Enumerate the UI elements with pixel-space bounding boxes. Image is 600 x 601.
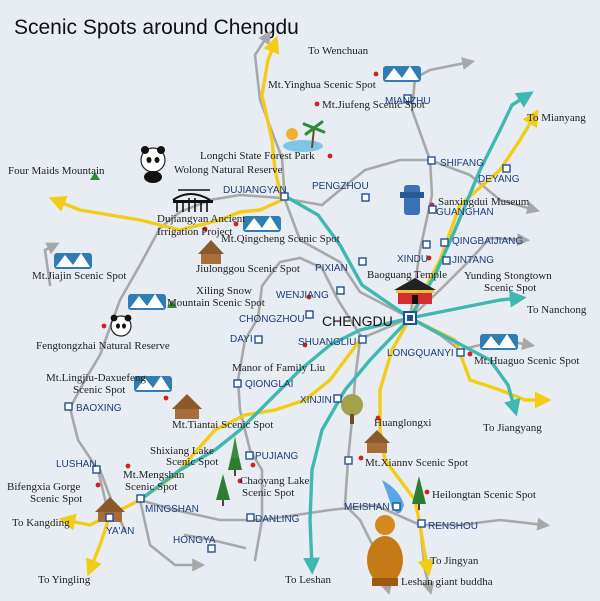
city-label-shifang: SHIFANG <box>440 158 484 169</box>
tree-icon <box>341 394 363 424</box>
spot-label: Shixiang Lake <box>150 445 214 457</box>
mountain-icon <box>128 294 166 310</box>
spot-label: Longchi State Forest Park <box>200 150 315 162</box>
spot-label: Xiling Snow <box>196 285 252 297</box>
spot-label: Four Maids Mountain <box>8 165 105 177</box>
city-label-longquanyi: LONGQUANYI <box>387 348 454 359</box>
city-label-chongzhou: CHONGZHOU <box>239 314 305 325</box>
city-markers <box>64 94 511 553</box>
city-label-meishan: MEISHAN <box>344 502 390 513</box>
direction-jingyan: To Jingyan <box>430 555 479 567</box>
city-label-qingbaijiang: QINGBAIJIANG <box>452 236 523 247</box>
mountain-icon <box>480 334 518 350</box>
panda-icon <box>110 314 132 337</box>
spot-label: Scenic Spot <box>484 282 536 294</box>
spot-label: Jiulonggou Scenic Spot <box>196 263 300 275</box>
city-label-shuangliu: SHUANGLIU <box>298 337 356 348</box>
city-label-dujiangyan: DUJIANGYAN <box>223 185 287 196</box>
city-label-xinjin: XINJIN <box>300 395 332 406</box>
peak-marker <box>90 172 100 180</box>
city-label-dayi: DAYI <box>230 334 253 345</box>
spot-label: Leshan giant buddha <box>401 576 493 588</box>
city-label-danling: DANLING <box>255 514 300 525</box>
city-label-guanghan: GUANGHAN <box>436 207 494 218</box>
chengdu-marker <box>403 311 417 325</box>
city-label-xindu: XINDU <box>397 254 428 265</box>
city-label-deyang: DEYANG <box>478 174 520 185</box>
city-label-pengzhou: PENGZHOU <box>312 181 369 192</box>
city-label-mingshan: MINGSHAN <box>145 504 199 515</box>
spot-label: Heilongtan Scenic Spot <box>432 489 536 501</box>
direction-mianyang: To Mianyang <box>527 112 586 124</box>
mountain-icon <box>383 66 421 82</box>
spot-label: Scenic Spot <box>242 487 294 499</box>
pine-tree-icon <box>228 436 242 476</box>
pine-tree-icon <box>216 474 230 506</box>
direction-jiangyang: To Jiangyang <box>483 422 542 434</box>
spot-label: Mountain Scenic Spot <box>167 297 265 309</box>
direction-leshan: To Leshan <box>285 574 331 586</box>
mountain-icon <box>54 253 92 269</box>
main-expressways <box>138 91 534 575</box>
spot-label: Mt.Jiufeng Scenic Spot <box>322 99 425 111</box>
panda-icon <box>140 146 166 183</box>
hut-icon <box>364 430 390 453</box>
map-title: Scenic Spots around Chengdu <box>14 16 299 39</box>
city-label-pixian: PIXIAN <box>315 263 348 274</box>
city-label-hongya: HONGYA <box>173 535 216 546</box>
spot-label: Wolong Natural Reserve <box>174 164 283 176</box>
hut-icon <box>172 394 202 419</box>
spot-label: Mt.Lingjiu-Daxuefeng <box>46 372 146 384</box>
city-label-baoxing: BAOXING <box>76 403 122 414</box>
pine-tree-icon <box>412 476 426 510</box>
bridge-icon <box>172 189 213 212</box>
spot-label: Mt.Mengshan <box>123 469 185 481</box>
spot-label: Dujiangyan Ancient <box>157 213 245 225</box>
spot-label: Scenic Spot <box>166 456 218 468</box>
spot-label: Scenic Spot <box>30 493 82 505</box>
center-city-label: CHENGDU <box>322 313 393 329</box>
city-label-jintang: JINTANG <box>452 255 494 266</box>
spot-label: Baoguang Temple <box>367 269 447 281</box>
city-label-pujiang: PUJIANG <box>255 451 299 462</box>
spot-label: Huanglongxi <box>374 417 431 429</box>
direction-yingling: To Yingling <box>38 574 91 586</box>
peak-marker <box>167 300 177 308</box>
scenic-dots <box>95 71 473 495</box>
spot-label: Sanxingdui Museum <box>438 196 530 208</box>
city-label-mianzhu: MIANZHU <box>385 96 431 107</box>
direction-nanchong: To Nanchong <box>527 304 587 316</box>
city-label-wenjiang: WENJIANG <box>276 290 329 301</box>
spot-label: Irrigation Project <box>157 226 232 238</box>
city-label-yaan: YA'AN <box>106 526 134 537</box>
spot-label: Mt.Huaguo Scenic Spot <box>474 355 579 367</box>
spot-label: Mt.Tiantai Scenic Spot <box>172 419 273 431</box>
spot-label: Bifengxia Gorge <box>7 481 81 493</box>
city-label-lushan: LUSHAN <box>56 459 97 470</box>
direction-wenchuan: To Wenchuan <box>308 45 369 57</box>
city-label-renshou: RENSHOU <box>428 521 478 532</box>
direction-kangding: To Kangding <box>12 517 70 529</box>
city-label-qionglai: QIONGLAI <box>245 379 293 390</box>
hut-icon <box>198 240 224 264</box>
buddha-icon <box>367 515 403 586</box>
spot-label: Scenic Spot <box>73 384 125 396</box>
mountain-icon <box>243 216 281 232</box>
spot-label: Chaoyang Lake <box>240 475 309 487</box>
spot-label: Fengtongzhai Natural Reserve <box>36 340 170 352</box>
spot-label: Mt.Jiajin Scenic Spot <box>32 270 126 282</box>
spot-label: Mt.Qingcheng Scenic Spot <box>221 233 340 245</box>
mountain-pictograms <box>54 66 518 392</box>
spot-label: Manor of Family Liu <box>232 362 326 374</box>
spot-label: Yunding Stongtown <box>464 270 552 282</box>
spot-label: Scenic Spot <box>125 481 177 493</box>
palm-beach-icon <box>283 120 326 152</box>
spot-label: Mt.Yinghua Scenic Spot <box>268 79 376 91</box>
temple-icon <box>394 278 436 304</box>
mountain-icon <box>134 376 172 392</box>
spot-label: Mt.Xiannv Scenic Spot <box>365 457 468 469</box>
statue-icon <box>400 185 424 215</box>
